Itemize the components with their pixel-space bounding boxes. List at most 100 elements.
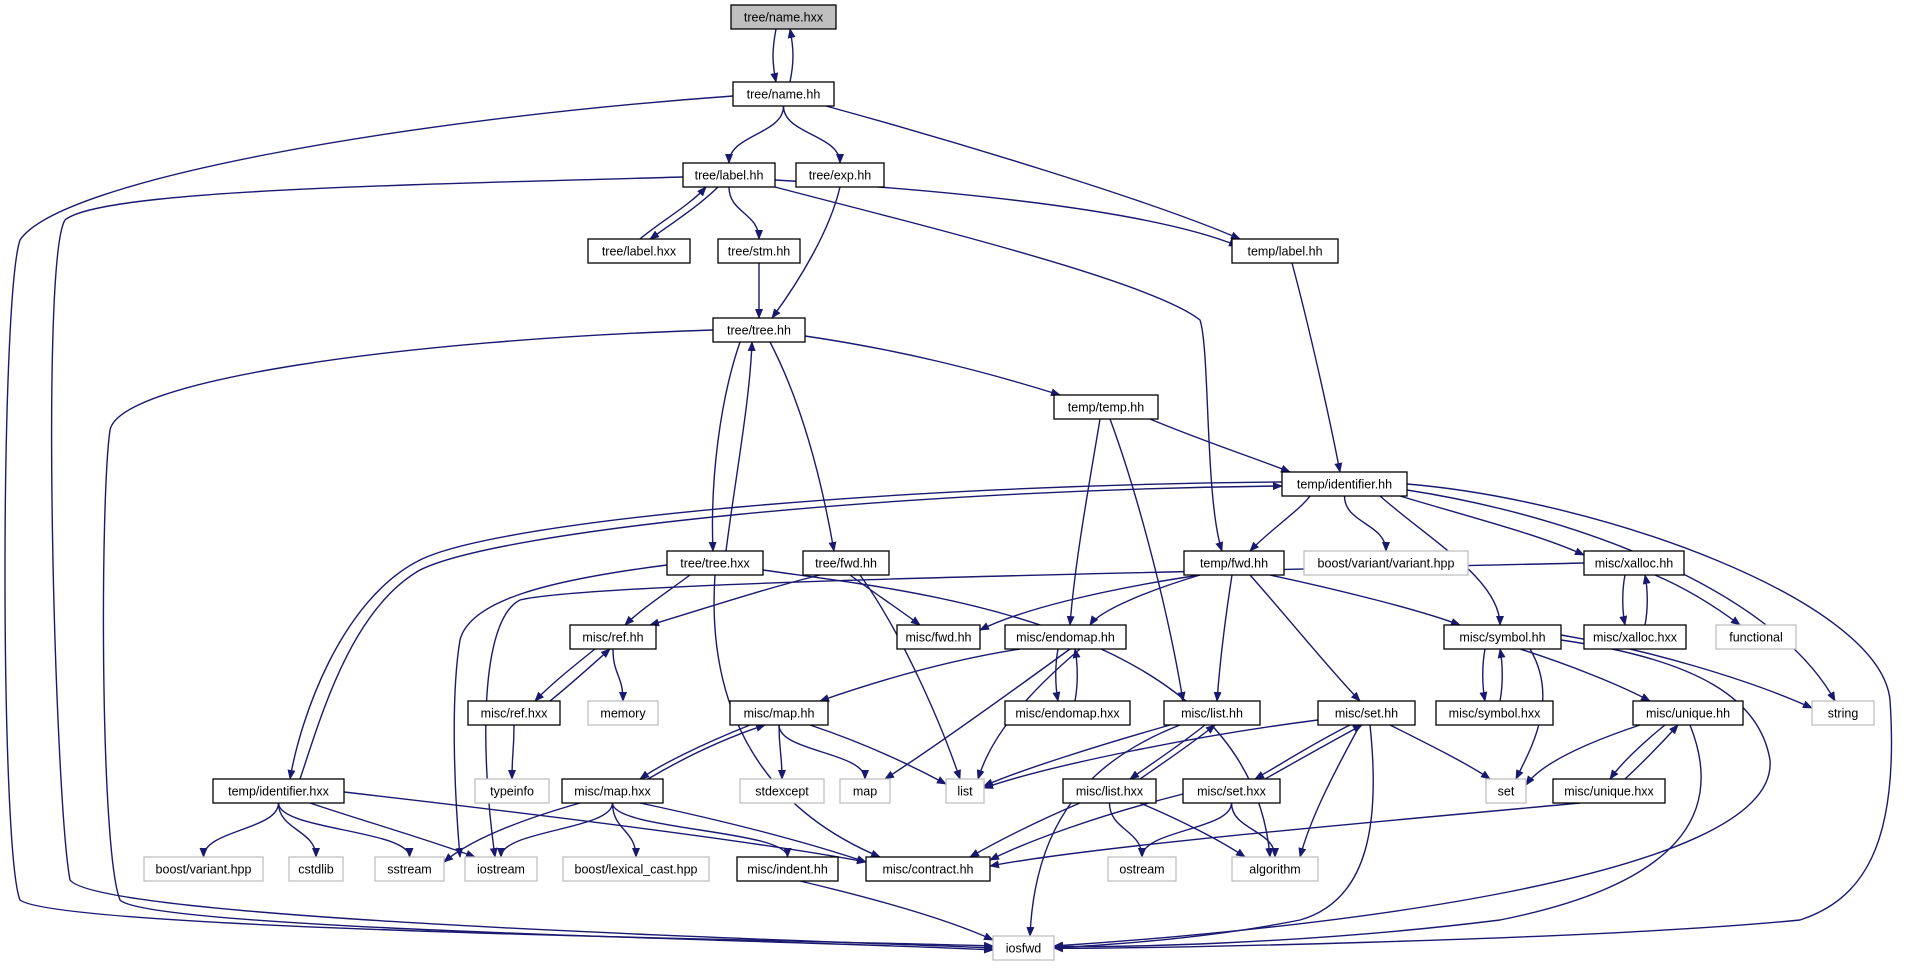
node-label: misc/unique.hxx bbox=[1564, 785, 1654, 799]
node-box bbox=[1583, 550, 1685, 576]
edge-tree-tree-hh-to-temp-temp-hh bbox=[804, 335, 1061, 397]
edge-misc-unique-hxx-to-misc-unique-hh bbox=[1624, 724, 1679, 780]
edge-misc-list-hxx-to-algorithm bbox=[1139, 802, 1246, 858]
node-misc-indent-hh[interactable]: misc/indent.hh bbox=[736, 856, 839, 882]
edge-misc-symbol-hh-to-misc-symbol-hxx bbox=[1479, 648, 1488, 702]
node-label: misc/list.hxx bbox=[1076, 785, 1144, 799]
node-misc-list-hxx[interactable]: misc/list.hxx bbox=[1062, 778, 1157, 804]
node-label: misc/fwd.hh bbox=[906, 631, 972, 645]
node-box bbox=[729, 700, 829, 726]
node-box bbox=[1107, 856, 1177, 882]
node-misc-map-hxx[interactable]: misc/map.hxx bbox=[561, 778, 664, 804]
node-misc-fwd-hh[interactable]: misc/fwd.hh bbox=[896, 624, 981, 650]
node-box bbox=[1163, 700, 1261, 726]
node-misc-xalloc-hxx[interactable]: misc/xalloc.hxx bbox=[1583, 624, 1687, 650]
node-box bbox=[896, 624, 981, 650]
edge-misc-ref-hh-to-misc-ref-hxx bbox=[534, 648, 596, 702]
node-temp-identifier-hh[interactable]: temp/identifier.hh bbox=[1281, 471, 1408, 497]
edge-temp-label-hh-to-temp-identifier-hh bbox=[1291, 262, 1343, 473]
node-tree-tree-hh[interactable]: tree/tree.hh bbox=[712, 317, 806, 343]
node-box bbox=[212, 778, 345, 804]
node-iostream: iostream bbox=[464, 856, 538, 882]
node-iosfwd: iosfwd bbox=[992, 935, 1055, 961]
node-box bbox=[562, 856, 710, 882]
edge-misc-list-hxx-to-misc-contract-hh bbox=[969, 802, 1081, 858]
node-box bbox=[1435, 700, 1554, 726]
node-temp-label-hh[interactable]: temp/label.hh bbox=[1231, 238, 1339, 264]
node-misc-unique-hxx[interactable]: misc/unique.hxx bbox=[1552, 778, 1666, 804]
edge-misc-set-hxx-to-algorithm bbox=[1230, 802, 1279, 858]
edge-tree-name-hh-to-temp-label-hh bbox=[825, 105, 1241, 240]
edge-temp-temp-hh-to-temp-identifier-hh bbox=[1149, 418, 1291, 473]
node-box bbox=[865, 856, 991, 882]
edge-misc-unique-hh-to-misc-unique-hxx bbox=[1609, 724, 1666, 780]
edge-misc-map-hxx-to-boost-lexical-cast-hpp bbox=[611, 802, 640, 858]
edge-temp-temp-hh-to-misc-list-hh bbox=[1109, 418, 1186, 702]
node-tree-label-hh[interactable]: tree/label.hh bbox=[682, 162, 776, 188]
node-ostream: ostream bbox=[1107, 856, 1177, 882]
edge-tree-label-hh-to-tree-stm-hh bbox=[728, 186, 763, 240]
node-tree-label-hxx[interactable]: tree/label.hxx bbox=[587, 238, 691, 264]
node-box bbox=[374, 856, 445, 882]
node-label: temp/label.hh bbox=[1247, 245, 1322, 259]
node-label: typeinfo bbox=[490, 785, 534, 799]
node-misc-symbol-hh[interactable]: misc/symbol.hh bbox=[1443, 624, 1562, 650]
edge-misc-set-hxx-to-misc-contract-hh bbox=[989, 793, 1184, 861]
node-misc-set-hxx[interactable]: misc/set.hxx bbox=[1182, 778, 1281, 804]
node-misc-set-hh[interactable]: misc/set.hh bbox=[1317, 700, 1416, 726]
edge-misc-ref-hxx-to-typeinfo bbox=[508, 724, 517, 780]
node-misc-symbol-hxx[interactable]: misc/symbol.hxx bbox=[1435, 700, 1554, 726]
node-box bbox=[1583, 624, 1687, 650]
edge-temp-identifier-hh-to-iosfwd bbox=[1053, 483, 1893, 953]
edge-temp-identifier-hh-to-string bbox=[1406, 489, 1836, 702]
node-tree-stm-hh[interactable]: tree/stm.hh bbox=[717, 238, 801, 264]
node-tree-fwd-hh[interactable]: tree/fwd.hh bbox=[802, 550, 890, 576]
node-label: tree/tree.hxx bbox=[680, 557, 750, 571]
node-label: iostream bbox=[477, 863, 525, 877]
node-label: ostream bbox=[1119, 863, 1164, 877]
node-box bbox=[1281, 471, 1408, 497]
node-misc-ref-hxx[interactable]: misc/ref.hxx bbox=[467, 700, 561, 726]
node-label: tree/label.hxx bbox=[602, 245, 677, 259]
edge-temp-fwd-hh-to-misc-set-hh bbox=[1249, 574, 1361, 702]
node-box bbox=[561, 778, 664, 804]
node-boost-variant-variant-hpp: boost/variant/variant.hpp bbox=[1303, 550, 1469, 576]
node-tree-tree-hxx[interactable]: tree/tree.hxx bbox=[666, 550, 764, 576]
node-tree-name-hh[interactable]: tree/name.hh bbox=[732, 81, 835, 107]
node-label: set bbox=[1498, 785, 1515, 799]
node-temp-fwd-hh[interactable]: temp/fwd.hh bbox=[1183, 550, 1285, 576]
node-sstream: sstream bbox=[374, 856, 445, 882]
edge-misc-xalloc-hh-to-functional bbox=[1654, 574, 1741, 626]
node-tree-exp-hh[interactable]: tree/exp.hh bbox=[795, 162, 885, 188]
node-temp-identifier-hxx[interactable]: temp/identifier.hxx bbox=[212, 778, 345, 804]
node-misc-contract-hh[interactable]: misc/contract.hh bbox=[865, 856, 991, 882]
node-misc-ref-hh[interactable]: misc/ref.hh bbox=[569, 624, 657, 650]
node-box bbox=[474, 778, 550, 804]
node-label: misc/set.hxx bbox=[1197, 785, 1267, 799]
node-temp-temp-hh[interactable]: temp/temp.hh bbox=[1053, 394, 1159, 420]
edge-misc-set-hxx-to-misc-set-hh bbox=[1264, 724, 1363, 780]
node-misc-endomap-hxx[interactable]: misc/endomap.hxx bbox=[1004, 700, 1131, 726]
node-box bbox=[587, 700, 659, 726]
edge-tree-name-hh-to-tree-label-hh bbox=[725, 105, 785, 164]
node-misc-map-hh[interactable]: misc/map.hh bbox=[729, 700, 829, 726]
edge-temp-identifier-hxx-to-boost-variant-hpp bbox=[199, 802, 280, 858]
node-misc-xalloc-hh[interactable]: misc/xalloc.hh bbox=[1583, 550, 1685, 576]
node-box bbox=[569, 624, 657, 650]
node-box bbox=[992, 935, 1055, 961]
edge-temp-identifier-hh-to-misc-xalloc-hh bbox=[1399, 495, 1585, 556]
node-misc-endomap-hh[interactable]: misc/endomap.hh bbox=[1004, 624, 1127, 650]
node-misc-unique-hh[interactable]: misc/unique.hh bbox=[1632, 700, 1744, 726]
node-set: set bbox=[1485, 778, 1527, 804]
node-box bbox=[1182, 778, 1281, 804]
node-box bbox=[288, 856, 344, 882]
node-box bbox=[1443, 624, 1562, 650]
node-misc-list-hh[interactable]: misc/list.hh bbox=[1163, 700, 1261, 726]
edge-temp-identifier-hh-to-temp-fwd-hh bbox=[1249, 495, 1311, 552]
edge-misc-endomap-hh-to-misc-endomap-hxx bbox=[1052, 648, 1061, 702]
node-box bbox=[802, 550, 890, 576]
edge-misc-symbol-hh-to-misc-unique-hh bbox=[1519, 648, 1651, 702]
node-tree-name-hxx[interactable]: tree/name.hxx bbox=[730, 4, 837, 30]
node-box bbox=[717, 238, 801, 264]
